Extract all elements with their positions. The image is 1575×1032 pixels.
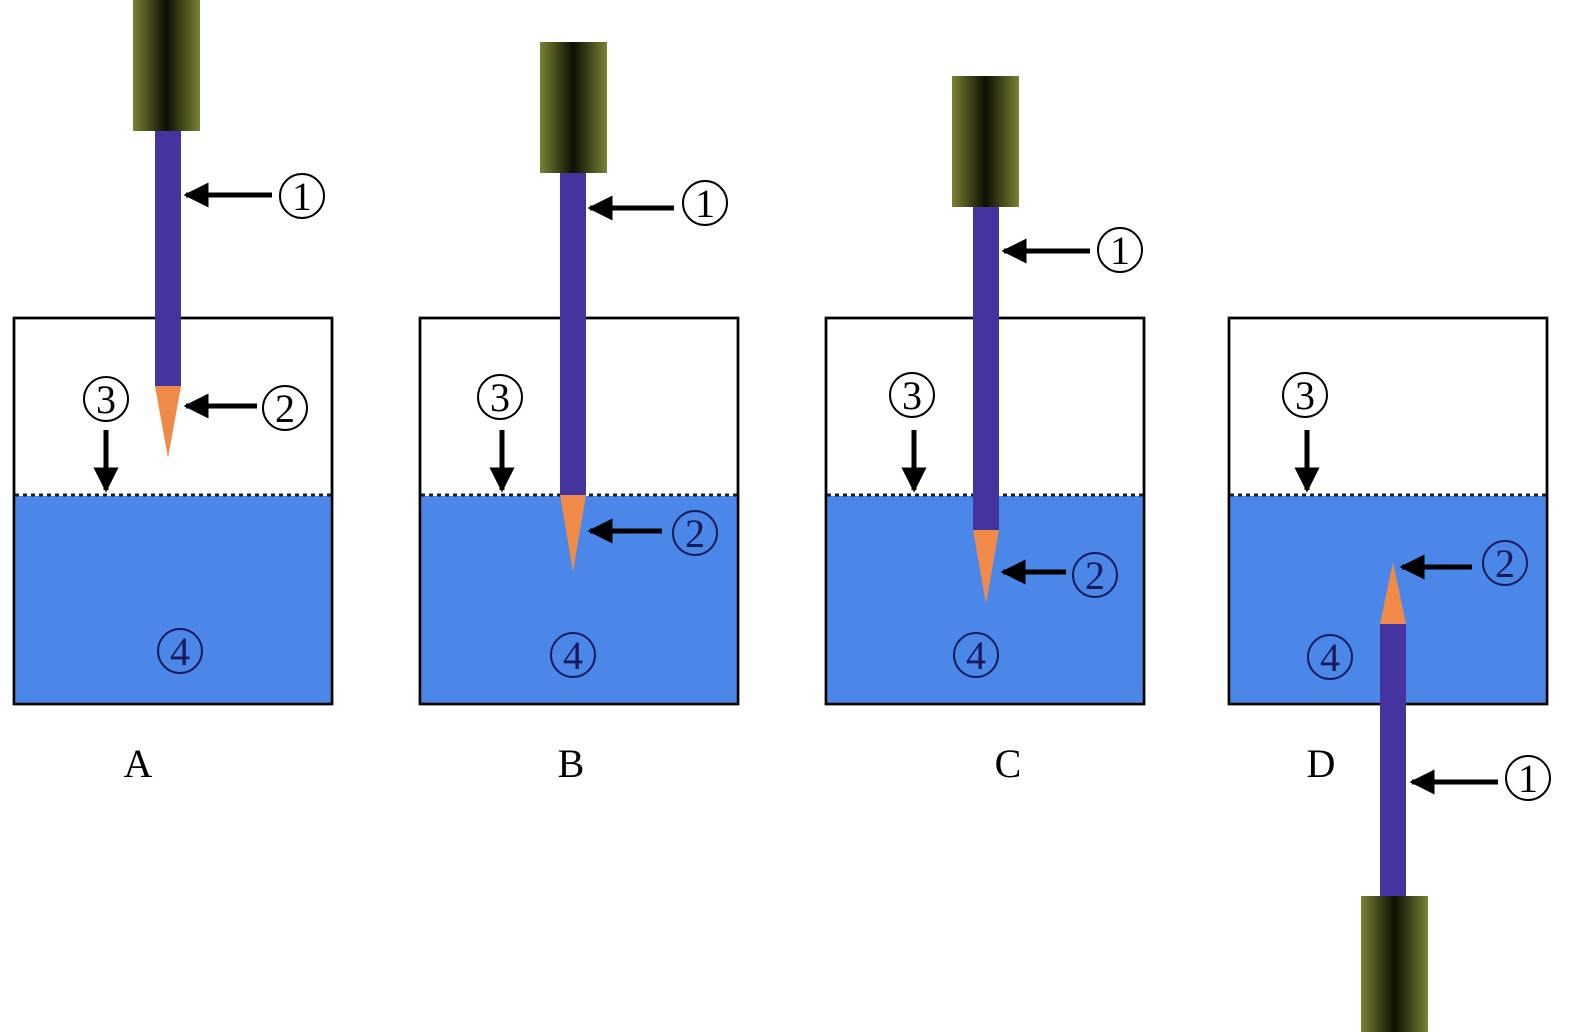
marker-circle-3-a xyxy=(83,376,129,422)
holder-b xyxy=(540,42,607,173)
marker-circle-2-a xyxy=(262,385,308,431)
marker-circle-2-c xyxy=(1072,552,1118,598)
marker-circle-3-c xyxy=(889,372,935,418)
fiber-a xyxy=(155,131,181,386)
fiber-tip-d xyxy=(1380,562,1406,624)
liquid-a xyxy=(15,496,331,703)
marker-circle-1-d xyxy=(1505,755,1551,801)
marker-circle-4-b xyxy=(550,632,596,678)
marker-circle-3-b xyxy=(477,374,523,420)
panel-c: 1 2 3 4 C xyxy=(824,76,1146,786)
panel-b: 1 2 3 4 B xyxy=(418,42,740,786)
marker-1-c: 1 xyxy=(1110,228,1130,273)
marker-2-b: 2 xyxy=(685,511,705,556)
holder-a xyxy=(133,0,200,131)
marker-4-b: 4 xyxy=(563,633,583,678)
marker-4-c: 4 xyxy=(966,633,986,678)
marker-1-d: 1 xyxy=(1518,756,1538,801)
holder-d xyxy=(1361,896,1428,1032)
fiber-d xyxy=(1380,624,1406,896)
panel-label-b: B xyxy=(558,741,585,786)
panel-a: 1 2 3 4 A xyxy=(12,0,334,786)
marker-3-b: 3 xyxy=(490,375,510,420)
marker-circle-1-b xyxy=(682,180,728,226)
marker-circle-2-d xyxy=(1482,540,1528,586)
marker-4-a: 4 xyxy=(170,629,190,674)
fiber-tip-a xyxy=(155,386,181,458)
panel-label-d: D xyxy=(1307,741,1336,786)
panel-d: 1 2 3 4 D xyxy=(1227,316,1551,1032)
marker-2-c: 2 xyxy=(1085,553,1105,598)
marker-1-a: 1 xyxy=(292,174,312,219)
marker-3-a: 3 xyxy=(96,377,116,422)
marker-circle-4-c xyxy=(953,632,999,678)
marker-1-b: 1 xyxy=(695,181,715,226)
marker-2-a: 2 xyxy=(275,386,295,431)
marker-4-d: 4 xyxy=(1320,635,1340,680)
marker-circle-1-c xyxy=(1097,227,1143,273)
marker-3-c: 3 xyxy=(902,373,922,418)
panel-label-c: C xyxy=(995,741,1022,786)
marker-circle-1-a xyxy=(279,173,325,219)
fiber-b xyxy=(560,173,586,495)
fiber-tip-c xyxy=(973,530,999,604)
fiber-tip-b xyxy=(560,495,586,572)
marker-2-d: 2 xyxy=(1495,541,1515,586)
marker-3-d: 3 xyxy=(1295,373,1315,418)
marker-circle-4-d xyxy=(1307,634,1353,680)
marker-circle-2-b xyxy=(672,510,718,556)
panel-label-a: A xyxy=(124,741,153,786)
fiber-c xyxy=(973,207,999,530)
marker-circle-4-a xyxy=(157,628,203,674)
marker-circle-3-d xyxy=(1282,372,1328,418)
holder-c xyxy=(952,76,1019,207)
